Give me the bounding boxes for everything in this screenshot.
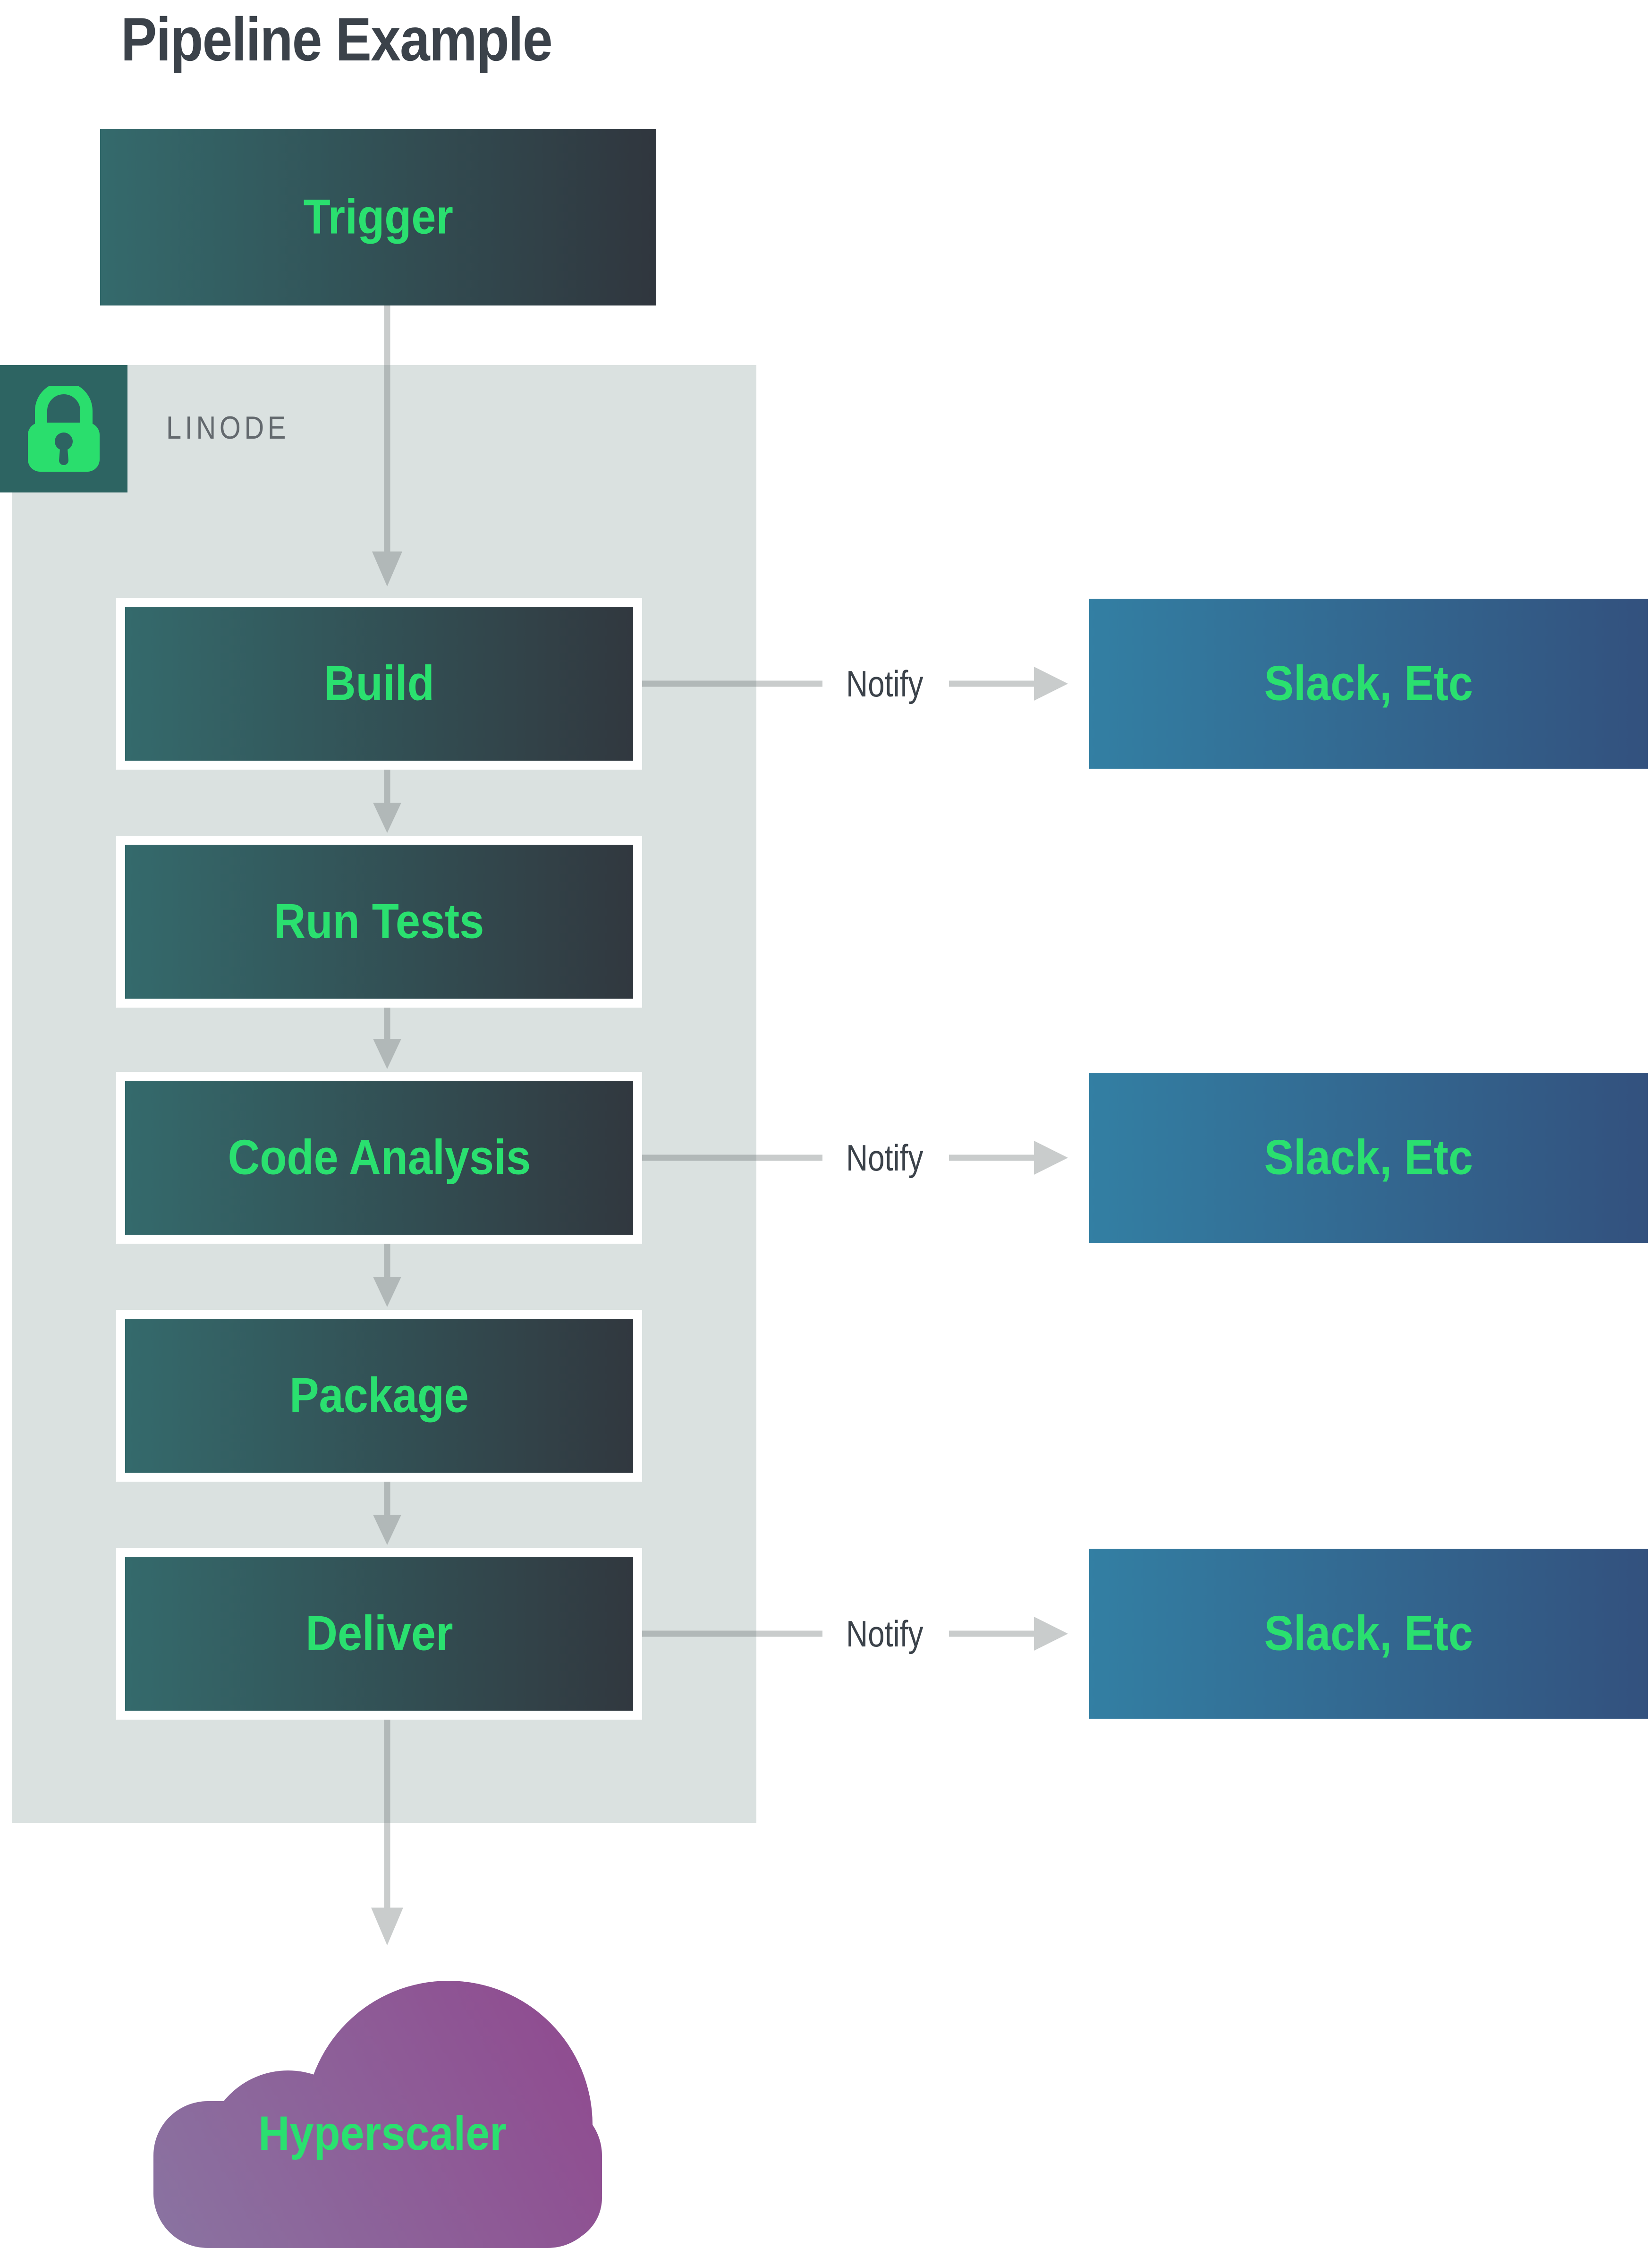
linode-panel-title: LINODE (166, 410, 290, 446)
node-trigger-label: Trigger (303, 189, 453, 245)
node-slack-build-label: Slack, Etc (1264, 656, 1473, 711)
node-package-label: Package (289, 1368, 469, 1423)
notify-label-deliver: Notify (846, 1613, 923, 1654)
cloud-label: Hyperscaler (258, 2106, 507, 2160)
node-run-tests-label: Run Tests (274, 894, 484, 949)
node-slack-code-analysis-label: Slack, Etc (1264, 1130, 1473, 1185)
node-slack-code-analysis: Slack, Etc (1089, 1073, 1648, 1243)
node-slack-deliver: Slack, Etc (1089, 1549, 1648, 1719)
node-build-label: Build (324, 656, 434, 711)
node-package: Package (116, 1310, 642, 1482)
node-build: Build (116, 598, 642, 770)
notify-label-code-analysis: Notify (846, 1137, 923, 1179)
node-slack-deliver-label: Slack, Etc (1264, 1606, 1473, 1661)
lock-badge (0, 365, 127, 492)
page-title: Pipeline Example (121, 5, 553, 74)
node-code-analysis: Code Analysis (116, 1072, 642, 1244)
node-trigger: Trigger (100, 129, 656, 305)
node-deliver: Deliver (116, 1548, 642, 1720)
node-code-analysis-label: Code Analysis (228, 1130, 531, 1185)
notify-label-build: Notify (846, 663, 923, 704)
node-deliver-label: Deliver (305, 1606, 453, 1661)
node-run-tests: Run Tests (116, 836, 642, 1008)
node-slack-build: Slack, Etc (1089, 599, 1648, 769)
cloud-shape (153, 1981, 602, 2248)
